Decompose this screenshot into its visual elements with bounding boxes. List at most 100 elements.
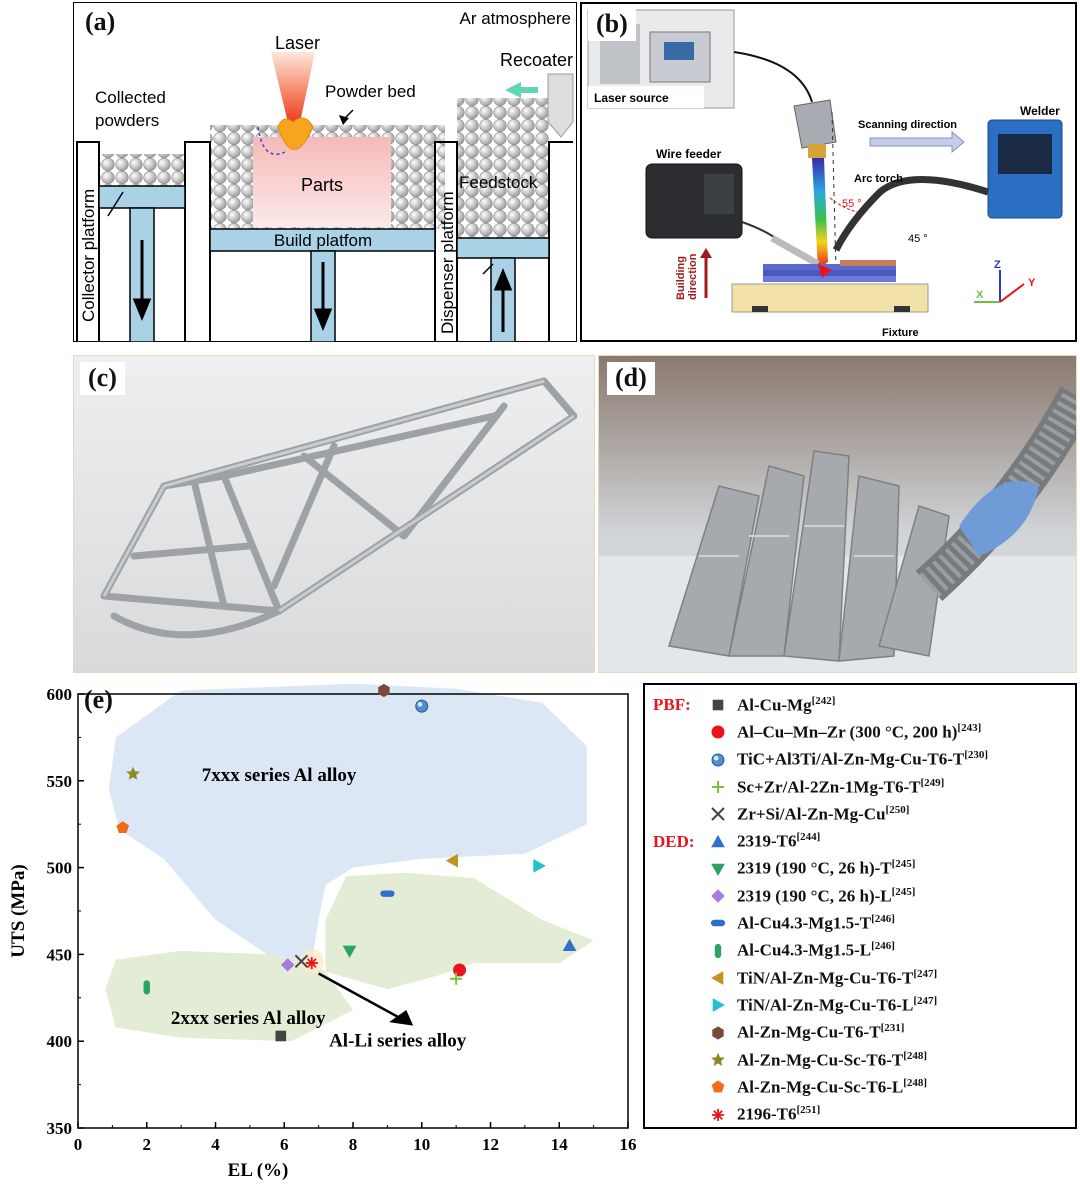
x-tick-label: 16 bbox=[620, 1135, 637, 1154]
axis-x-label: X bbox=[976, 289, 984, 301]
data-point-zr-si-al-zn-mg-cu bbox=[294, 954, 309, 969]
x-tick-label: 2 bbox=[143, 1135, 152, 1154]
arc-torch-label: Arc torch bbox=[854, 173, 903, 185]
ded-diagram: Laser source Scanning direction Welder A… bbox=[580, 2, 1077, 342]
legend-label: TiC+Al3Ti/Al-Zn-Mg-Cu-T6-T[230] bbox=[737, 749, 989, 769]
depowdering-illustration bbox=[599, 386, 1076, 672]
pbf-diagram: Ar atmosphere Laser Powder bed Recoater … bbox=[73, 2, 577, 343]
y-axis-label: UTS (MPa) bbox=[8, 864, 29, 957]
building-direction-label-2: direction bbox=[687, 253, 699, 300]
bracket-illustration bbox=[100, 377, 578, 639]
data-point-al-cu4-3-mg1-5-l bbox=[143, 980, 150, 995]
data-point-sc-zr-al-2zn-1mg-t6-t bbox=[450, 972, 463, 985]
laser-source-label: Laser source bbox=[594, 91, 669, 105]
legend-entry: Al-Cu4.3-Mg1.5-L[246] bbox=[645, 937, 895, 965]
data-point-2319-190-c-26-h-l bbox=[280, 958, 295, 972]
x-tick-label: 8 bbox=[349, 1135, 358, 1154]
chart-legend: PBF: Al-Cu-Mg[242] Al–Cu–Mn–Zr (300 °C, 20… bbox=[643, 683, 1077, 1129]
legend-marker bbox=[711, 807, 725, 821]
al-li-arrow bbox=[318, 972, 402, 1020]
axis-y-label: Y bbox=[1028, 277, 1036, 289]
legend-marker bbox=[710, 971, 724, 985]
legend-entry: PBF: Al-Cu-Mg[242] bbox=[645, 691, 835, 719]
x-tick-label: 6 bbox=[280, 1135, 289, 1154]
angle-55-label: 55 ° bbox=[842, 198, 862, 210]
legend-marker bbox=[711, 753, 725, 767]
legend-entry: Al-Zn-Mg-Cu-Sc-T6-T[248] bbox=[645, 1046, 927, 1074]
data-point-al-zn-mg-cu-sc-t6-l bbox=[116, 821, 129, 833]
y-tick-label: 400 bbox=[47, 1032, 73, 1051]
dispenser-platform-label: Dispenser platform bbox=[438, 191, 457, 334]
region-label-2xxx: 2xxx series Al alloy bbox=[171, 1008, 326, 1029]
legend-entry: Zr+Si/Al-Zn-Mg-Cu[250] bbox=[645, 800, 909, 828]
region-al-li bbox=[325, 872, 594, 990]
region-label-7xxx: 7xxx series Al alloy bbox=[202, 765, 357, 786]
y-tick-label: 500 bbox=[47, 859, 73, 878]
fixture-label: Fixture bbox=[882, 327, 919, 339]
gloved-hand bbox=[959, 481, 1039, 556]
wire-feeder-label: Wire feeder bbox=[656, 147, 722, 161]
legend-label: Al-Zn-Mg-Cu-Sc-T6-L[248] bbox=[737, 1076, 928, 1097]
y-tick-label: 550 bbox=[47, 772, 73, 791]
legend-label: 2196-T6[251] bbox=[737, 1104, 821, 1124]
legend-label: Al-Cu4.3-Mg1.5-L[246] bbox=[737, 940, 895, 961]
panel-a-label: (a) bbox=[77, 6, 124, 39]
x-tick-label: 14 bbox=[551, 1135, 569, 1154]
data-point-tic-al3ti-al-zn-mg-cu-t6-t bbox=[415, 699, 429, 713]
data-point-2319-t6 bbox=[562, 938, 577, 952]
data-point-al-zn-mg-cu-sc-t6-t bbox=[126, 766, 140, 780]
legend-marker bbox=[712, 780, 724, 793]
legend-marker bbox=[710, 920, 726, 927]
panel-b-label: (b) bbox=[588, 8, 636, 41]
legend-entry: Al–Cu–Mn–Zr (300 °C, 200 h)[243] bbox=[645, 718, 981, 746]
legend-marker bbox=[712, 998, 726, 1013]
panel-c-printed-bracket: (c) bbox=[73, 355, 595, 673]
axis-z-label: Z bbox=[994, 259, 1001, 271]
legend-entry: Al-Zn-Mg-Cu-T6-T[231] bbox=[645, 1019, 904, 1047]
x-axis-label: EL (%) bbox=[228, 1160, 289, 1181]
legend-label: Al–Cu–Mn–Zr (300 °C, 200 h)[243] bbox=[737, 721, 982, 742]
data-point-al-cu-mg bbox=[275, 1030, 287, 1042]
legend-label: Al-Zn-Mg-Cu-Sc-T6-T[248] bbox=[737, 1049, 928, 1070]
legend-label: Al-Cu-Mg[242] bbox=[737, 694, 836, 715]
collected-powders-label-2: powders bbox=[95, 111, 159, 130]
chart-annotations: 7xxx series Al alloy 2xxx series Al alloy… bbox=[171, 765, 467, 1052]
panel-e-label: (e) bbox=[84, 685, 113, 714]
region-label-al-li: Al-Li series alloy bbox=[329, 1030, 467, 1051]
panel-b-ded-setup: Laser source Scanning direction Welder A… bbox=[580, 2, 1077, 342]
data-point-al-cu4-3-mg1-5-t bbox=[380, 890, 395, 897]
data-point-tin-al-zn-mg-cu-t6-t bbox=[445, 853, 458, 868]
legend-entry: TiN/Al-Zn-Mg-Cu-T6-T[247] bbox=[645, 964, 937, 992]
data-point-tin-al-zn-mg-cu-t6-l bbox=[533, 859, 546, 873]
y-tick-label: 600 bbox=[47, 685, 73, 704]
data-point-al-zn-mg-cu-t6-t bbox=[378, 683, 390, 698]
parts-block bbox=[253, 137, 391, 227]
legend-label: 2319-T6[244] bbox=[737, 831, 821, 851]
collector-platform-label: Collector platform bbox=[79, 189, 98, 322]
legend-entry: DED:2319-T6[244] bbox=[645, 828, 820, 856]
y-tick-label: 350 bbox=[47, 1119, 73, 1138]
region-2xxx bbox=[105, 950, 353, 1042]
legend-entry: 2319 (190 °C, 26 h)-T[245] bbox=[645, 855, 915, 883]
data-point-2196-t6 bbox=[305, 957, 318, 970]
building-direction-label-1: Building bbox=[675, 256, 687, 300]
legend-marker bbox=[711, 834, 725, 847]
legend-label: Al-Zn-Mg-Cu-T6-T[231] bbox=[737, 1022, 905, 1042]
legend-marker bbox=[712, 1108, 724, 1121]
legend-group-label: PBF: bbox=[653, 695, 691, 714]
parts-label: Parts bbox=[301, 175, 343, 195]
region-7xxx bbox=[108, 683, 587, 962]
alloy-regions bbox=[105, 683, 594, 1042]
legend-label: 2319 (190 °C, 26 h)-L[245] bbox=[737, 885, 916, 906]
legend-marker bbox=[712, 1026, 724, 1040]
legend-marker bbox=[711, 1080, 725, 1093]
recoater-label: Recoater bbox=[500, 50, 573, 70]
legend-marker bbox=[711, 725, 725, 739]
panel-d-label: (d) bbox=[607, 362, 655, 395]
data-point-2319-190-c-26-h-t bbox=[342, 945, 357, 958]
legend-label: Al-Cu4.3-Mg1.5-T[246] bbox=[737, 913, 895, 933]
panel-c-label: (c) bbox=[80, 362, 125, 395]
